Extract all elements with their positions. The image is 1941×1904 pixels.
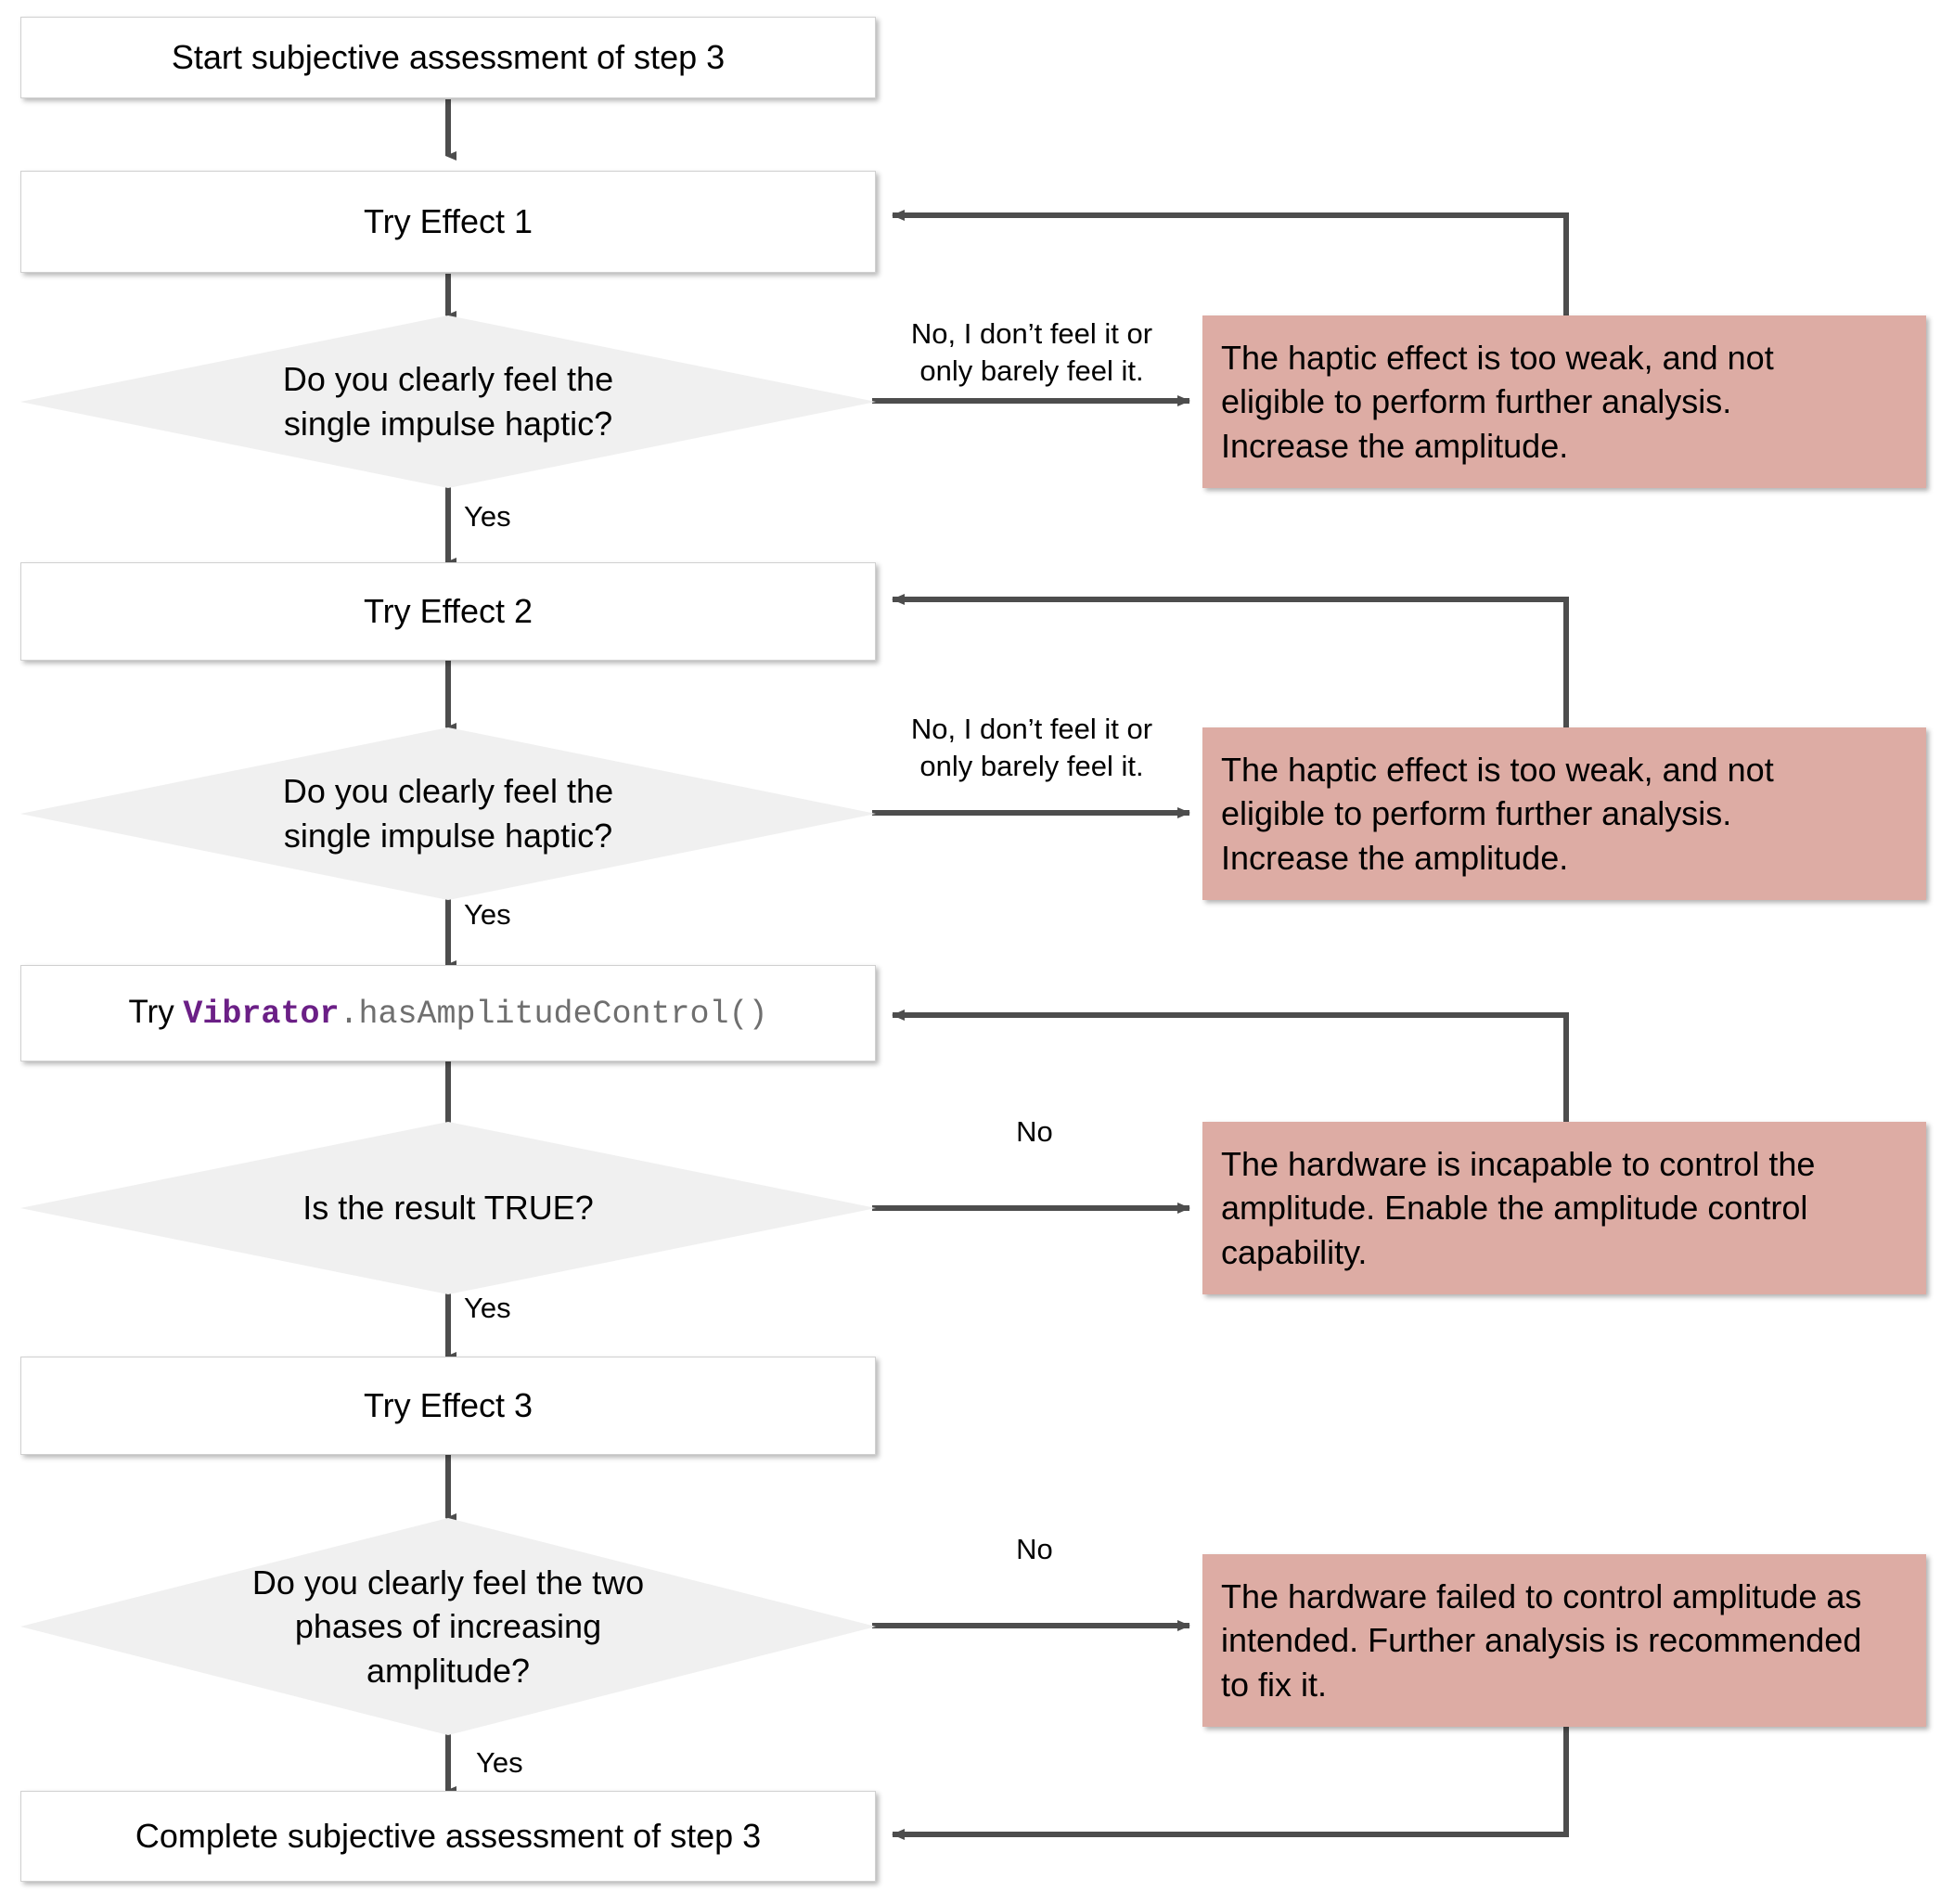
edge-label-yes-2: Yes: [464, 896, 511, 933]
node-try-effect-1[interactable]: Try Effect 1: [20, 171, 876, 273]
node-try-effect-3[interactable]: Try Effect 3: [20, 1357, 876, 1455]
edge-label-no-3-text: No: [1016, 1115, 1053, 1148]
edge-label-no-feel-1-line-2: only barely feel it.: [919, 354, 1144, 387]
node-complete-label: Complete subjective assessment of step 3: [135, 1816, 762, 1855]
edge-label-no-feel-2: No, I don’t feel it or only barely feel …: [898, 711, 1165, 784]
node-complete[interactable]: Complete subjective assessment of step 3: [20, 1791, 876, 1882]
edge-label-yes-3: Yes: [464, 1290, 511, 1327]
note-haptic-too-weak-1-label: The haptic effect is too weak, and not e…: [1202, 336, 1793, 469]
node-decision-two-phases-label: Do you clearly feel the two phases of in…: [183, 1561, 713, 1693]
edge-label-no-feel-2-line-2: only barely feel it.: [919, 749, 1144, 782]
edge-label-no-4: No: [983, 1531, 1086, 1568]
decision-2-line-2: single impulse haptic?: [283, 817, 613, 855]
note-3-line-2: amplitude. Enable the amplitude control: [1221, 1189, 1808, 1228]
note-1-line-3: Increase the amplitude.: [1221, 426, 1569, 465]
node-try-has-amplitude-control[interactable]: Try Vibrator.hasAmplitudeControl(): [20, 965, 876, 1061]
code-method-name: .hasAmplitudeControl(): [339, 995, 768, 1033]
code-class-name: Vibrator: [183, 995, 340, 1033]
note-2-line-2: eligible to perform further analysis.: [1221, 794, 1732, 833]
decision-4-line-3: amplitude?: [366, 1651, 531, 1690]
node-decision-result-true[interactable]: Is the result TRUE?: [20, 1122, 876, 1294]
edge-label-no-feel-1: No, I don’t feel it or only barely feel …: [898, 315, 1165, 389]
note-hardware-failed-label: The hardware failed to control amplitude…: [1202, 1575, 1880, 1707]
note-haptic-too-weak-1[interactable]: The haptic effect is too weak, and not e…: [1202, 315, 1926, 488]
node-decision-feel-impulse-1[interactable]: Do you clearly feel the single impulse h…: [20, 315, 876, 488]
node-try-effect-3-label: Try Effect 3: [363, 1385, 533, 1424]
node-try-has-amplitude-control-label: Try Vibrator.hasAmplitudeControl(): [111, 992, 784, 1036]
note-4-line-1: The hardware failed to control amplitude…: [1221, 1576, 1862, 1615]
note-hardware-failed[interactable]: The hardware failed to control amplitude…: [1202, 1554, 1926, 1727]
node-decision-feel-impulse-2[interactable]: Do you clearly feel the single impulse h…: [20, 727, 876, 900]
node-decision-feel-impulse-1-label: Do you clearly feel the single impulse h…: [183, 357, 713, 445]
edge-label-yes-4: Yes: [476, 1744, 523, 1782]
note-1-line-2: eligible to perform further analysis.: [1221, 382, 1732, 421]
edge-label-yes-3-text: Yes: [464, 1292, 511, 1324]
edge-label-no-4-text: No: [1016, 1533, 1053, 1565]
node-start[interactable]: Start subjective assessment of step 3: [20, 17, 876, 98]
note-2-line-1: The haptic effect is too weak, and not: [1221, 750, 1774, 789]
edge-label-yes-2-text: Yes: [464, 898, 511, 931]
note-4-line-2: intended. Further analysis is recommende…: [1221, 1621, 1862, 1660]
decision-1-line-2: single impulse haptic?: [283, 405, 613, 443]
node-decision-result-true-label: Is the result TRUE?: [302, 1189, 594, 1228]
note-4-line-3: to fix it.: [1221, 1665, 1328, 1704]
edge-label-no-feel-1-line-1: No, I don’t feel it or: [910, 317, 1153, 350]
decision-1-line-1: Do you clearly feel the: [282, 360, 614, 399]
note-haptic-too-weak-2[interactable]: The haptic effect is too weak, and not e…: [1202, 727, 1926, 900]
decision-2-line-1: Do you clearly feel the: [282, 772, 614, 811]
decision-4-line-2: phases of increasing: [294, 1607, 602, 1646]
node-decision-two-phases[interactable]: Do you clearly feel the two phases of in…: [20, 1518, 876, 1735]
note-hardware-incapable-label: The hardware is incapable to control the…: [1202, 1142, 1833, 1275]
node-try-effect-2-label: Try Effect 2: [363, 591, 533, 630]
code-prefix: Try: [128, 993, 184, 1030]
note-hardware-incapable[interactable]: The hardware is incapable to control the…: [1202, 1122, 1926, 1294]
node-try-effect-2[interactable]: Try Effect 2: [20, 562, 876, 661]
note-3-line-1: The hardware is incapable to control the: [1221, 1144, 1816, 1183]
node-decision-feel-impulse-2-label: Do you clearly feel the single impulse h…: [183, 769, 713, 857]
edge-label-yes-4-text: Yes: [476, 1746, 523, 1779]
edge-label-yes-1: Yes: [464, 498, 511, 535]
note-haptic-too-weak-2-label: The haptic effect is too weak, and not e…: [1202, 748, 1793, 881]
node-try-effect-1-label: Try Effect 1: [363, 201, 533, 240]
decision-4-line-1: Do you clearly feel the two: [251, 1563, 645, 1602]
edge-label-no-3: No: [983, 1113, 1086, 1151]
note-2-line-3: Increase the amplitude.: [1221, 838, 1569, 877]
edge-label-no-feel-2-line-1: No, I don’t feel it or: [910, 713, 1153, 745]
edge-label-yes-1-text: Yes: [464, 500, 511, 533]
note-3-line-3: capability.: [1221, 1232, 1368, 1271]
note-1-line-1: The haptic effect is too weak, and not: [1221, 338, 1774, 377]
node-start-label: Start subjective assessment of step 3: [171, 37, 726, 76]
